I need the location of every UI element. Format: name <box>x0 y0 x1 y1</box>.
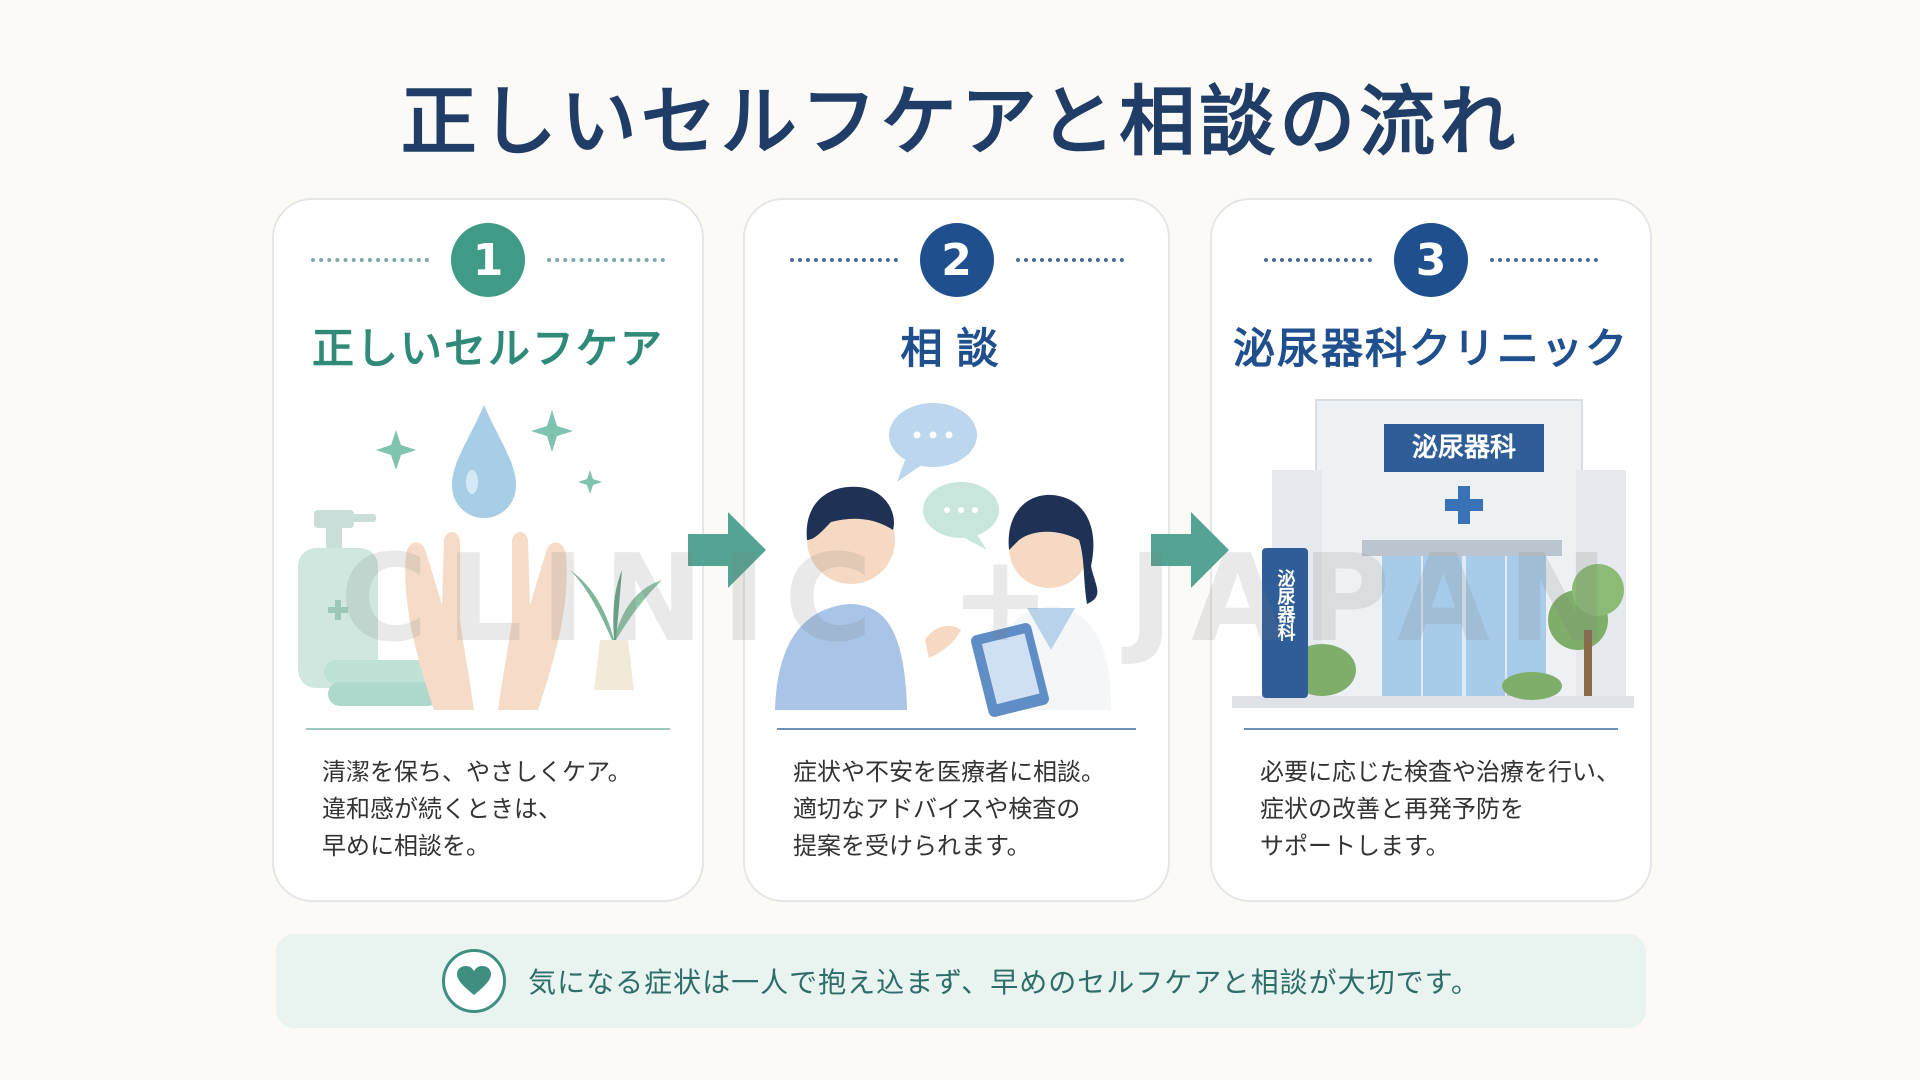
dotted-line <box>1015 258 1124 262</box>
clinic-illustration: 泌尿器科 泌尿器科 <box>1232 390 1634 910</box>
step-number-badge: 3 <box>1394 223 1468 297</box>
side-sign-text: 泌尿器科 <box>1275 568 1297 642</box>
card-divider <box>777 728 1136 730</box>
banner-text: 気になる症状は一人で抱え込まず、早めのセルフケアと相談が大切です。 <box>528 966 1480 999</box>
message-banner: 気になる症状は一人で抱え込まず、早めのセルフケアと相談が大切です。 <box>276 934 1646 1028</box>
description-line: 清潔を保ち、やさしくケア。 <box>322 758 632 786</box>
step-number-badge: 1 <box>451 223 525 297</box>
description-line: サポートします。 <box>1260 832 1450 860</box>
description-line: 必要に応じた検査や治療を行い、 <box>1260 758 1620 786</box>
step-title: 正しいセルフケア <box>311 324 664 373</box>
card-divider <box>306 728 670 730</box>
step-title: 泌尿器科クリニック <box>1232 324 1629 373</box>
step-card-consultation: 2 相談 <box>743 198 1170 902</box>
description-line: 症状の改善と再発予防を <box>1260 795 1524 823</box>
step-description: 必要に応じた検査や治療を行い、 症状の改善と再発予防を サポートします。 <box>1260 754 1630 865</box>
arrow-right-icon <box>688 512 766 588</box>
step-description: 清潔を保ち、やさしくケア。 違和感が続くときは、 早めに相談を。 <box>322 754 682 865</box>
card-divider <box>1244 728 1618 730</box>
description-line: 早めに相談を。 <box>322 832 490 860</box>
dotted-line <box>789 258 898 262</box>
clinic-sign-text: 泌尿器科 <box>1412 433 1516 463</box>
dotted-line <box>311 258 429 262</box>
dotted-line <box>1264 258 1372 262</box>
arrow-right-icon <box>1151 512 1229 588</box>
dotted-line <box>1490 258 1598 262</box>
dotted-line <box>547 258 665 262</box>
step-card-self-care: 1 正しいセルフケア <box>272 198 704 902</box>
step-card-clinic: 3 泌尿器科クリニック 泌尿器科 <box>1210 198 1652 902</box>
step-header: 1 <box>274 222 702 298</box>
page-title: 正しいセルフケアと相談の流れ <box>400 77 1520 166</box>
consultation-illustration <box>765 390 1148 910</box>
description-line: 症状や不安を医療者に相談。 <box>793 758 1105 786</box>
description-line: 違和感が続くときは、 <box>322 795 562 823</box>
step-number-badge: 2 <box>919 223 994 297</box>
step-header: 2 <box>745 222 1168 298</box>
description-line: 提案を受けられます。 <box>793 832 1031 860</box>
self-care-illustration <box>294 390 682 910</box>
step-header: 3 <box>1212 222 1650 298</box>
heart-icon <box>442 949 507 1013</box>
step-title: 相談 <box>900 324 1013 373</box>
step-description: 症状や不安を医療者に相談。 適切なアドバイスや検査の 提案を受けられます。 <box>793 754 1148 865</box>
description-line: 適切なアドバイスや検査の <box>793 795 1081 823</box>
